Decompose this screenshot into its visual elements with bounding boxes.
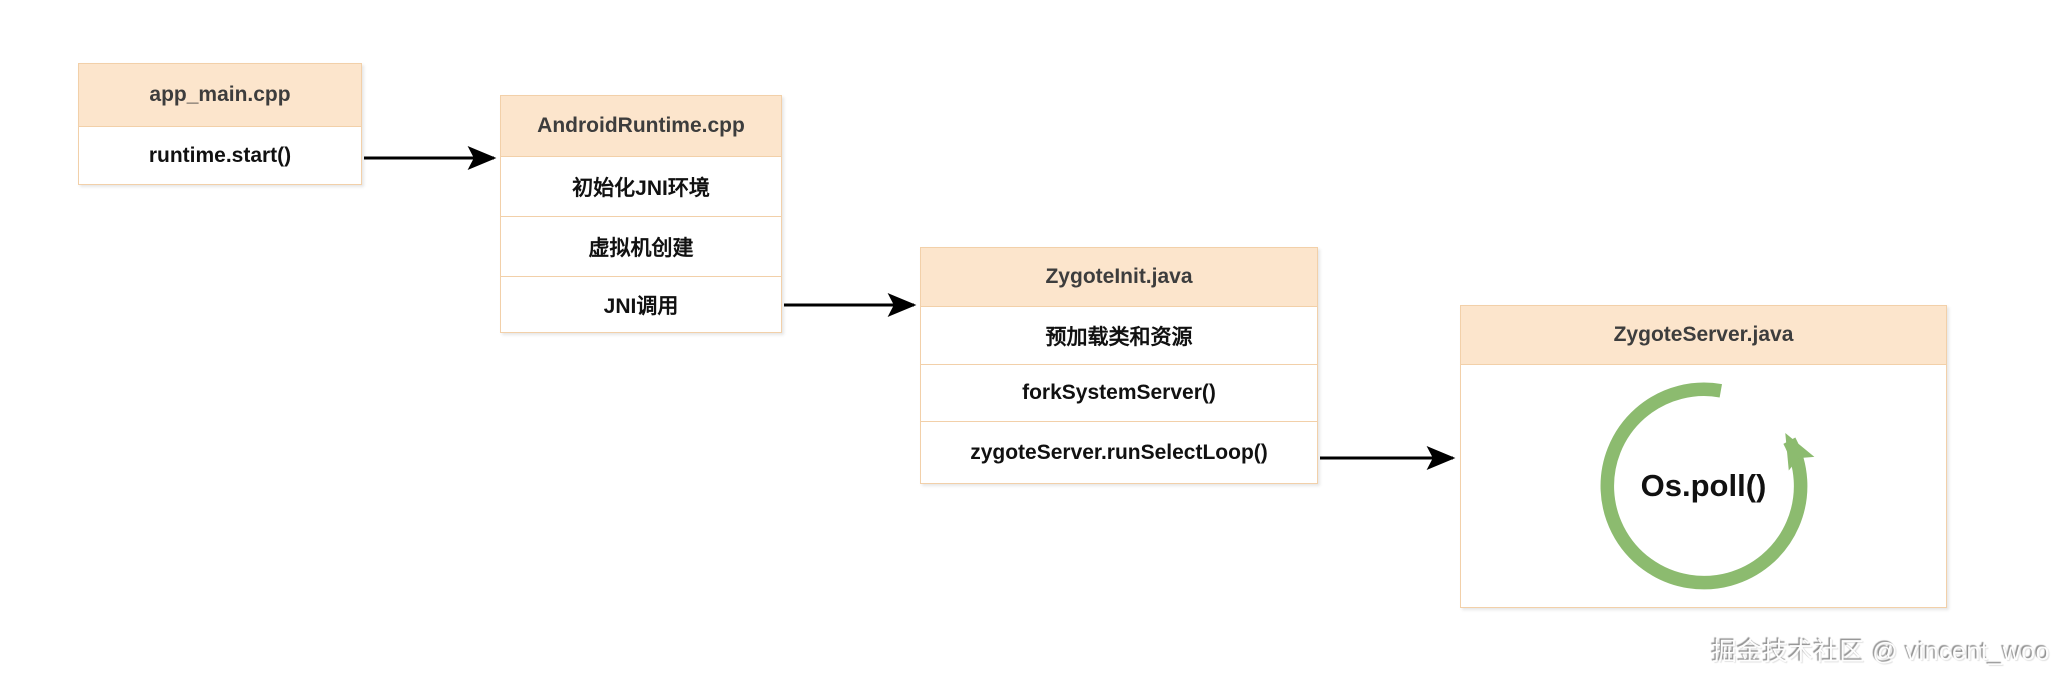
circular-loop-arrow-icon [1600,382,1814,590]
node-loop-body: Os.poll() [1461,365,1946,607]
node-row: forkSystemServer() [921,365,1317,422]
node-row: 预加载类和资源 [921,307,1317,365]
node-zygote-server: ZygoteServer.java Os.poll() [1460,305,1947,608]
node-row: 初始化JNI环境 [501,157,781,217]
node-row: zygoteServer.runSelectLoop() [921,422,1317,483]
watermark: 掘金技术社区 @ vincent_woo [1711,638,2050,666]
node-title: app_main.cpp [79,64,361,127]
node-row: JNI调用 [501,277,781,332]
loop-label: Os.poll() [1640,468,1767,503]
node-app-main: app_main.cpp runtime.start() [78,63,362,185]
node-zygote-init: ZygoteInit.java 预加载类和资源 forkSystemServer… [920,247,1318,484]
node-title: ZygoteServer.java [1461,306,1946,365]
node-title: ZygoteInit.java [921,248,1317,307]
node-row: runtime.start() [79,127,361,184]
node-row: 虚拟机创建 [501,217,781,277]
node-title: AndroidRuntime.cpp [501,96,781,157]
node-android-runtime: AndroidRuntime.cpp 初始化JNI环境 虚拟机创建 JNI调用 [500,95,782,333]
